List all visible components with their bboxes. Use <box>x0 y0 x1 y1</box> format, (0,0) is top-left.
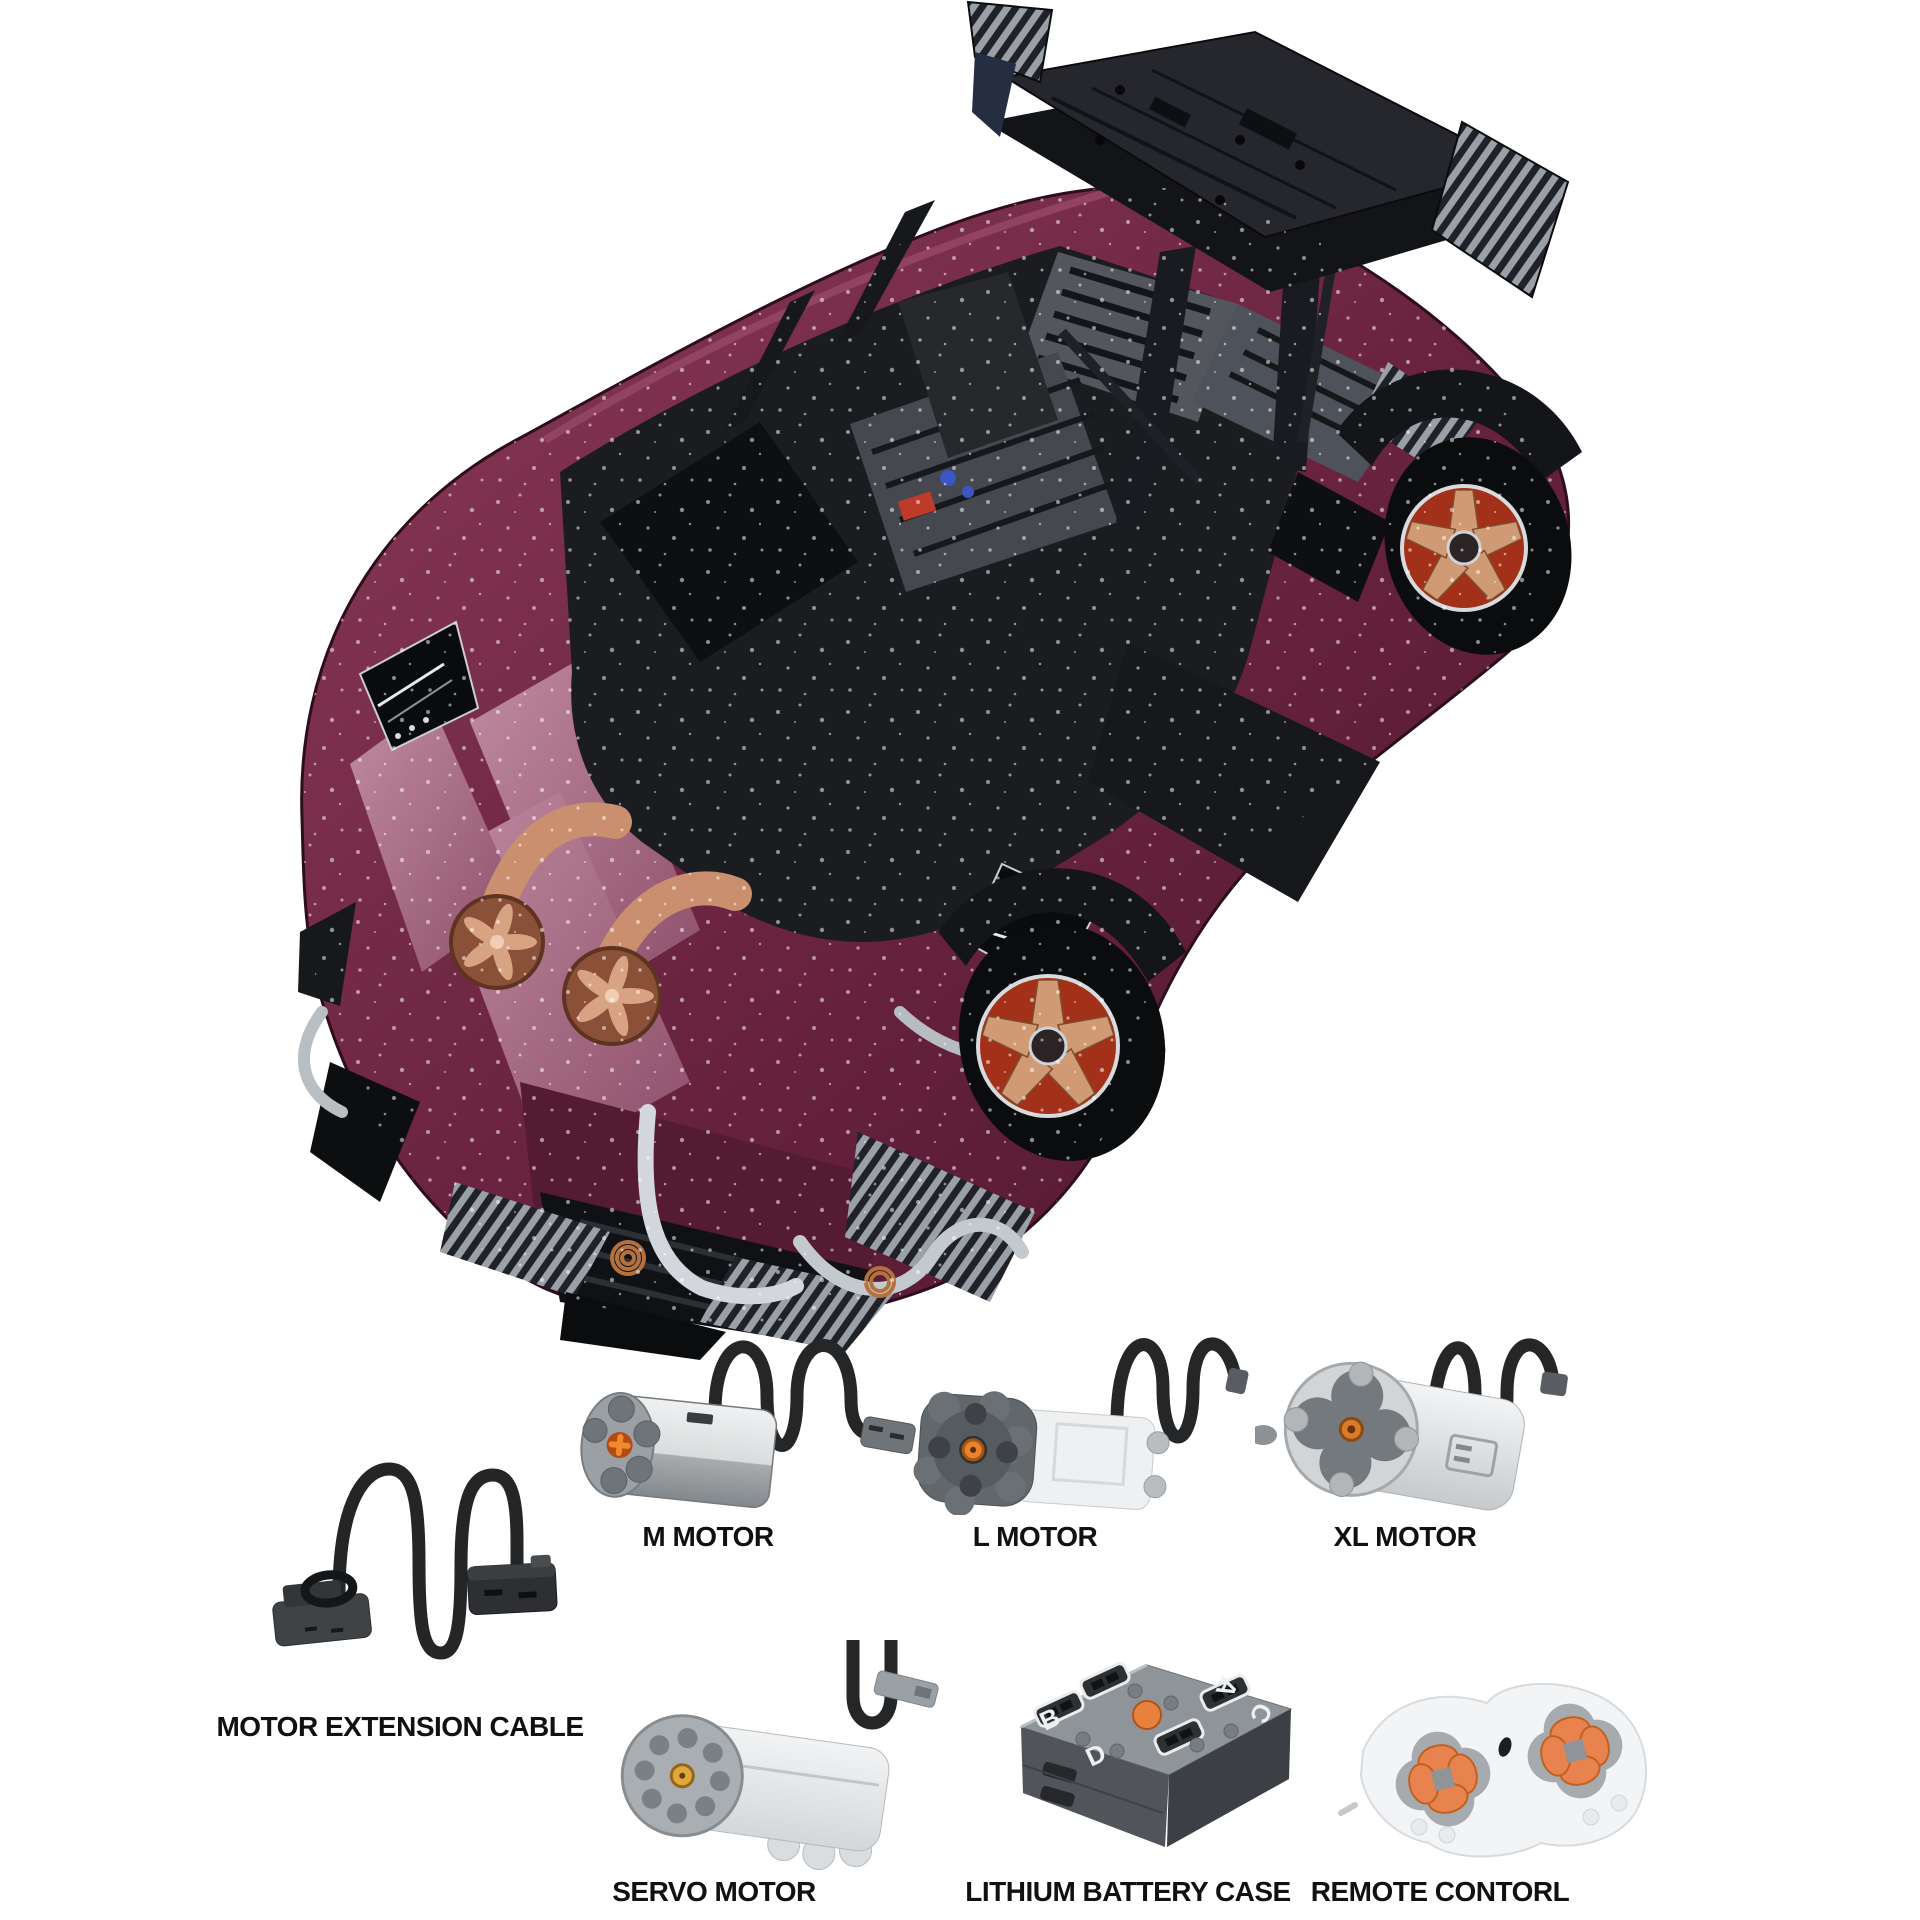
part-label-l-motor: L MOTOR <box>972 1521 1098 1552</box>
car-model-image <box>298 0 1582 1360</box>
sparkle-overlay <box>301 186 1569 1323</box>
battery-side-face <box>1167 1709 1291 1847</box>
m-motor-connector <box>860 1416 916 1455</box>
remote-control-image <box>1335 1655 1665 1875</box>
l-motor-image <box>905 1285 1250 1515</box>
battery-sockets <box>1033 1662 1251 1756</box>
remote-dpad-right <box>1527 1703 1623 1799</box>
cable-connector-left <box>272 1570 372 1647</box>
battery-studs <box>1075 1683 1239 1759</box>
remote-studs <box>1410 1794 1628 1844</box>
part-label-motor-extension-cable: MOTOR EXTENSION CABLE <box>216 1711 584 1742</box>
m-motor-image <box>565 1300 925 1515</box>
servo-connector <box>873 1670 939 1708</box>
l-motor-cable <box>1110 1337 1242 1444</box>
extension-cable-wire <box>332 1462 524 1660</box>
battery-power-button <box>1132 1700 1162 1730</box>
servo-body <box>620 1714 890 1870</box>
part-label-lithium-battery-case: LITHIUM BATTERY CASE <box>965 1876 1291 1907</box>
lithium-battery-case-image: B D A C <box>985 1645 1320 1860</box>
l-motor-body <box>913 1391 1170 1515</box>
stray-connector-tip <box>1255 1425 1277 1445</box>
l-motor-connector <box>1225 1367 1249 1395</box>
part-label-remote-control: REMOTE CONTORL <box>1310 1876 1570 1907</box>
remote-indicator <box>1498 1737 1512 1757</box>
m-motor-body <box>580 1392 778 1509</box>
xl-motor-connector <box>1540 1371 1568 1397</box>
motor-extension-cable-image <box>255 1445 570 1685</box>
xl-motor-body <box>1283 1361 1525 1511</box>
xl-motor-image <box>1255 1285 1605 1515</box>
part-label-servo-motor: SERVO MOTOR <box>612 1876 816 1907</box>
servo-cable <box>846 1640 898 1730</box>
part-label-xl-motor: XL MOTOR <box>1333 1521 1477 1552</box>
m-motor-cable <box>708 1339 892 1452</box>
battery-front-face <box>1021 1727 1169 1847</box>
cable-connector-right <box>466 1554 558 1616</box>
servo-motor-image <box>595 1640 945 1870</box>
remote-dpad-left <box>1395 1731 1491 1827</box>
part-label-m-motor: M MOTOR <box>642 1521 774 1552</box>
